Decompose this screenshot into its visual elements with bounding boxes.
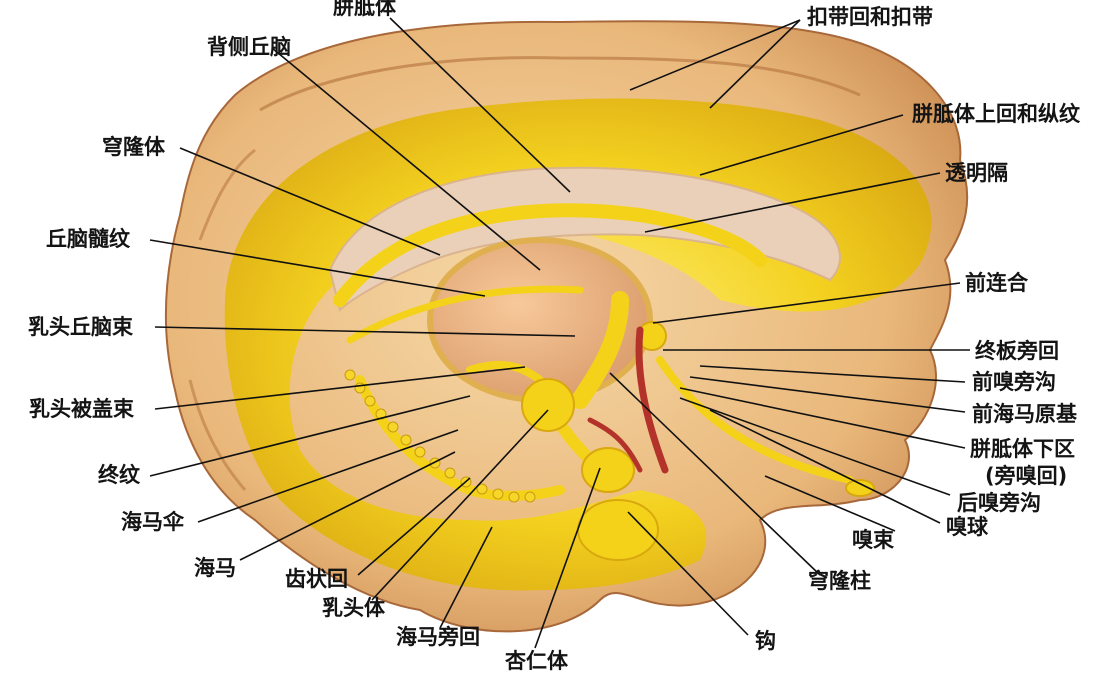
label-olfactory-bulb: 嗅球: [946, 515, 988, 539]
label-hippocampal-rudiment: 前海马原基: [972, 402, 1077, 426]
label-fimbria: 海马伞: [121, 510, 184, 534]
amygdala: [581, 447, 635, 493]
blood-vessel: [587, 326, 669, 474]
label-fornix-body: 穹隆体: [102, 135, 165, 159]
label-anterior-commissure: 前连合: [965, 271, 1028, 295]
label-cingulate-gyrus: 扣带回和扣带: [807, 5, 933, 29]
label-paraterminal-gyrus: 终板旁回: [975, 339, 1059, 363]
label-hippocampus: 海马: [194, 556, 236, 580]
mammillary-body: [521, 378, 575, 432]
label-dentate-gyrus: 齿状回: [285, 567, 348, 591]
label-septum-pellucidum: 透明隔: [945, 161, 1008, 185]
label-amygdala: 杏仁体: [505, 649, 568, 673]
label-fornix-column: 穹隆柱: [808, 569, 871, 593]
label-dorsal-thalamus: 背侧丘脑: [207, 35, 291, 59]
label-posterior-parolfactory-sulcus: 后嗅旁沟: [957, 491, 1041, 515]
label-mammillotegmental-tract: 乳头被盖束: [29, 397, 134, 421]
label-uncus: 钩: [755, 629, 776, 653]
label-indusium-griseum: 胼胝体上回和纵纹: [912, 102, 1080, 126]
corpus-callosum-arch: [328, 166, 841, 312]
olfactory-bulb-shape: [845, 479, 875, 497]
label-olfactory-tract: 嗅束: [852, 528, 894, 552]
label-subcallosal-area-alt: (旁嗅回): [985, 464, 1068, 488]
fornix-tracts: [333, 203, 854, 501]
label-stria-medullaris: 丘脑髓纹: [46, 227, 130, 251]
label-stria-terminalis: 终纹: [98, 463, 140, 487]
label-anterior-parolfactory-sulcus: 前嗅旁沟: [972, 370, 1056, 394]
label-parahippocampal-gyrus: 海马旁回: [396, 625, 480, 649]
label-subcallosal-area: 胼胝体下区: [970, 437, 1075, 461]
label-mammillary-body: 乳头体: [322, 596, 385, 620]
label-corpus-callosum: 胼胝体: [333, 0, 396, 19]
leader-lines: [149, 17, 970, 649]
label-mammillothalamic-tract: 乳头丘脑束: [28, 315, 133, 339]
